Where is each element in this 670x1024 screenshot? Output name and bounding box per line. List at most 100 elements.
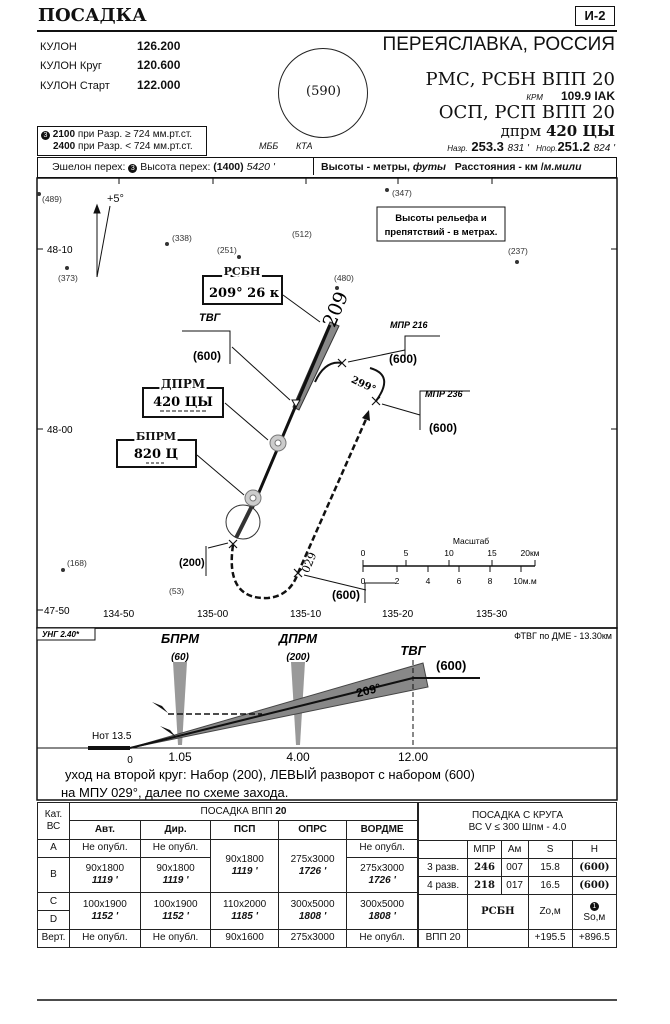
table-row: ВПП 20+195.5+896.5	[417, 928, 618, 949]
lat-label: 47-50	[44, 606, 70, 617]
cell: +896.5	[571, 928, 618, 949]
scale-title: Масштаб	[453, 536, 489, 546]
col-header: Ам	[500, 839, 529, 860]
airport-name: ПЕРЕЯСЛАВКА, РОССИЯ	[382, 34, 615, 55]
profile-view	[36, 627, 618, 801]
cat-header: Кат.	[44, 808, 63, 820]
units-label: Высоты - метры,	[321, 161, 410, 173]
dprm-label: дпрм	[500, 122, 542, 140]
lon-label: 134-50	[103, 609, 135, 620]
lat-label: 48-10	[47, 245, 73, 256]
svg-text:10: 10	[444, 548, 454, 558]
rsbn-value: 209° 26 к	[209, 286, 280, 301]
msa-label: КТА	[296, 141, 313, 151]
hpor-label: Hпор.	[536, 144, 558, 153]
transition-alt-m: (1400)	[213, 161, 244, 173]
glide-cone	[129, 662, 429, 749]
hpor-value: 251.2	[557, 139, 590, 154]
cell: 15.8	[527, 858, 573, 878]
minima-cell: Не опубл.	[346, 838, 418, 858]
tvg-label: ТВГ	[199, 312, 222, 324]
go-around-altitude: (200)	[179, 557, 205, 569]
krm-value: 109.9 IAK	[560, 89, 615, 103]
svg-text:8: 8	[488, 576, 493, 586]
dprm-box: ДПРМ 420 ЦЫ	[142, 375, 224, 418]
svg-text:10м.м: 10м.м	[513, 576, 537, 586]
ftvg-distance: ФТВГ по ДМЕ - 13.30км	[514, 631, 612, 641]
units-ft: футы	[412, 161, 446, 173]
minima-cell: Не опубл.	[346, 928, 418, 949]
terrain-note: препятствий - в метрах.	[385, 227, 498, 238]
fix-altitude: (600)	[332, 588, 360, 602]
fix-icon	[228, 358, 381, 578]
grid-ticks	[37, 178, 617, 611]
cell: (600)	[571, 876, 618, 896]
profile-tvg: ТВГ	[400, 643, 426, 658]
hpor-ft: 824 '	[593, 143, 615, 154]
note-marker: 1	[589, 902, 599, 912]
col-header: S	[527, 839, 573, 860]
col-header: МПР	[467, 839, 502, 860]
mpr216-altitude: (600)	[389, 352, 417, 366]
mpr216-label: МПР 216	[390, 320, 428, 330]
mpr236-altitude: (600)	[429, 421, 457, 435]
dprm-title: ДПРМ	[161, 377, 205, 391]
bprm-box: БПРМ 820 Ц	[116, 428, 197, 468]
ndb-icon	[269, 434, 287, 452]
minima-runway: 20	[275, 805, 287, 817]
threshold-elevation: Hот 13.5	[92, 731, 132, 742]
cat-label: Верт.	[37, 928, 70, 949]
glide-angle: УНГ 2.40*	[42, 630, 80, 639]
circling-title: ПОСАДКА С КРУГА	[471, 809, 564, 821]
svg-text:0: 0	[361, 548, 366, 558]
obstacle-label: (168)	[67, 558, 87, 568]
glide-path	[129, 677, 414, 749]
cell	[467, 928, 529, 949]
cat-label: C	[37, 892, 70, 912]
approach-type-2: ОСП, РСП ВПП 20	[438, 102, 615, 123]
missed-approach-path	[230, 416, 369, 600]
lon-label: 135-10	[290, 609, 322, 620]
cell: ВПП 20	[417, 928, 469, 949]
hazr-ft: 831 '	[507, 143, 529, 154]
col-header: ВОРДМЕ	[346, 820, 418, 840]
profile-distance: 4.00	[286, 750, 310, 764]
terrain-note: Высоты рельефа и	[395, 213, 487, 224]
transition-altitude-box: 3 2100 при Pазр. ≥ 724 мм.рт.ст. 2400 пр…	[37, 126, 207, 156]
svg-text:15: 15	[487, 548, 497, 558]
cat-label: B	[37, 856, 70, 894]
mpr236-label: МПР 236	[425, 389, 463, 399]
profile-distance: 12.00	[398, 750, 428, 764]
msa-circle	[278, 48, 368, 138]
obstacles: (489) (347) (338) (512) (251) (237) (373…	[37, 188, 528, 596]
transition-alt-ft: 5420 '	[246, 161, 275, 173]
obstacle-label: (347)	[392, 188, 412, 198]
cat-header: ВС	[46, 820, 61, 832]
chart-title: ПОСАДКА	[38, 5, 147, 26]
approach-type-1: РМС, РСБН ВПП 20	[425, 69, 615, 90]
transition-alt-label: Высота перех:	[140, 161, 211, 173]
ta-alt-1: 2100	[52, 129, 76, 140]
fap-triangle-icon	[291, 399, 301, 409]
svg-text:0: 0	[361, 576, 366, 586]
cell: 4 разв.	[417, 876, 469, 896]
minima-cell: Не опубл.	[139, 928, 212, 949]
msa-altitude: (590)	[306, 84, 341, 99]
north-arrow-icon: +5°	[93, 193, 124, 278]
col-header: H	[571, 839, 618, 860]
freq-value: 120.600	[137, 58, 181, 72]
obstacle-label: (53)	[169, 586, 184, 596]
obstacle-label: (373)	[58, 273, 78, 283]
col-header: Zо,м	[527, 894, 573, 930]
cell: 218	[467, 876, 502, 896]
outbound-course: 029	[299, 550, 319, 574]
cell: 16.5	[527, 876, 573, 896]
page-number: И-2	[575, 6, 615, 26]
